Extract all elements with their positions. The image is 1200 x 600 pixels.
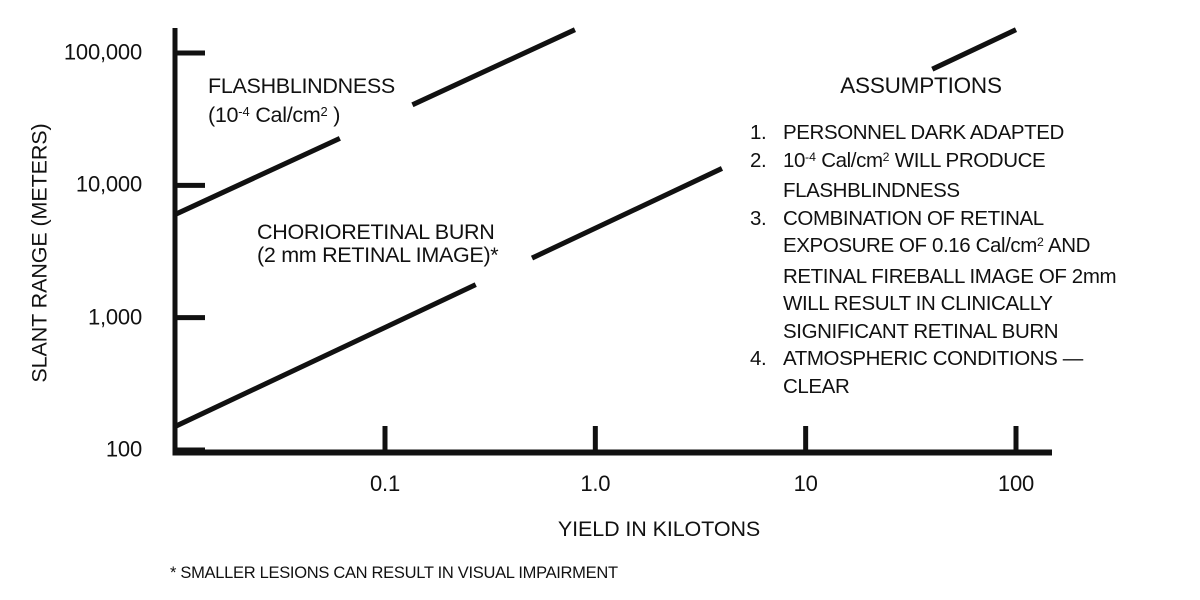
text-run: ATMOSPHERIC CONDITIONS —	[783, 347, 1083, 370]
text-run: CLEAR	[783, 374, 850, 398]
assumption-item-2-line: FLASHBLINDNESS	[750, 177, 1170, 205]
assumption-item-3-line: EXPOSURE OF 0.16 Cal/cm2 AND	[750, 232, 1170, 263]
text-run: EXPOSURE OF 0.16 Cal/cm	[783, 234, 1037, 257]
y-tick-label: 10,000	[75, 171, 142, 197]
series-lines	[173, 27, 1018, 429]
text-run: COMBINATION OF RETINAL	[783, 206, 1044, 230]
x-tick-label: 100	[997, 471, 1035, 496]
superscript-text: -4	[805, 149, 816, 164]
text-run: (10	[208, 103, 239, 127]
chorioretinal-burn-line-label: CHORIORETINAL BURN	[257, 220, 495, 245]
superscript-text: 2	[882, 149, 890, 164]
superscript-text: 2	[1036, 235, 1044, 250]
text-run: )	[327, 103, 341, 127]
assumptions-title: ASSUMPTIONS	[840, 73, 1002, 98]
y-axis-title: SLANT RANGE (METERS)	[27, 123, 52, 383]
x-tick-label: 1.0	[580, 471, 611, 496]
footnote: * SMALLER LESIONS CAN RESULT IN VISUAL I…	[170, 564, 618, 582]
chorioretinal-burn-line-segment	[530, 166, 724, 261]
flashblindness-line-sublabel: (10-4 Cal/cm2 )	[208, 103, 340, 128]
text-run: CHORIORETINAL BURN	[257, 220, 495, 244]
assumption-item-4-line: 4. ATMOSPHERIC CONDITIONS —	[750, 345, 1170, 373]
assumption-item-3-line: WILL RESULT IN CLINICALLY	[750, 290, 1170, 318]
text-run: FLASHBLINDNESS	[208, 74, 395, 98]
chorioretinal-burn-line-sublabel: (2 mm RETINAL IMAGE)*	[257, 243, 499, 268]
y-tick-label: 1,000	[87, 304, 142, 330]
flashblindness-line-segment	[411, 27, 576, 108]
assumption-item-2-line: 2. 10-4 Cal/cm2 WILL PRODUCE	[750, 147, 1170, 178]
text-run: FLASHBLINDNESS	[783, 179, 960, 202]
assumption-item-number: 1.	[750, 121, 767, 144]
text-run: SIGNIFICANT RETINAL BURN	[783, 319, 1059, 343]
assumption-item-number: 2.	[750, 148, 767, 172]
text-run: WILL PRODUCE	[889, 148, 1046, 172]
text-run: Cal/cm	[249, 103, 321, 127]
assumption-item-number: 4.	[750, 347, 767, 370]
superscript-text: 2	[320, 103, 328, 119]
chorioretinal-burn-line-segment	[931, 27, 1018, 72]
text-run: Cal/cm	[815, 148, 883, 172]
text-run: 10	[783, 148, 806, 172]
assumption-item-3-line: 3. COMBINATION OF RETINAL	[750, 205, 1170, 233]
text-run: WILL RESULT IN CLINICALLY	[783, 292, 1053, 315]
assumption-item-number: 3.	[750, 206, 767, 230]
y-tick-marks	[175, 50, 205, 453]
flashblindness-line-label: FLASHBLINDNESS	[208, 74, 395, 99]
assumption-item-3-line: SIGNIFICANT RETINAL BURN	[750, 318, 1170, 346]
x-tick-label: 10	[793, 471, 818, 496]
text-run: RETINAL FIREBALL IMAGE OF 2mm	[783, 264, 1117, 288]
superscript-text: -4	[238, 103, 250, 119]
x-tick-label: 0.1	[370, 471, 400, 496]
text-run: PERSONNEL DARK ADAPTED	[783, 121, 1064, 144]
x-axis-title: YIELD IN KILOTONS	[557, 517, 761, 541]
flashblindness-line-segment	[173, 136, 341, 217]
chorioretinal-burn-line-segment	[173, 282, 477, 429]
x-tick-marks	[382, 426, 1019, 452]
assumption-item-3-line: RETINAL FIREBALL IMAGE OF 2mm	[750, 263, 1170, 291]
text-run: AND	[1043, 234, 1091, 257]
assumption-item-4-line: CLEAR	[750, 373, 1170, 401]
assumption-item-1-line: 1. PERSONNEL DARK ADAPTED	[750, 119, 1170, 147]
y-tick-label: 100	[105, 436, 142, 462]
text-run: (2 mm RETINAL IMAGE)*	[257, 243, 499, 267]
y-tick-label: 100,000	[63, 39, 142, 65]
